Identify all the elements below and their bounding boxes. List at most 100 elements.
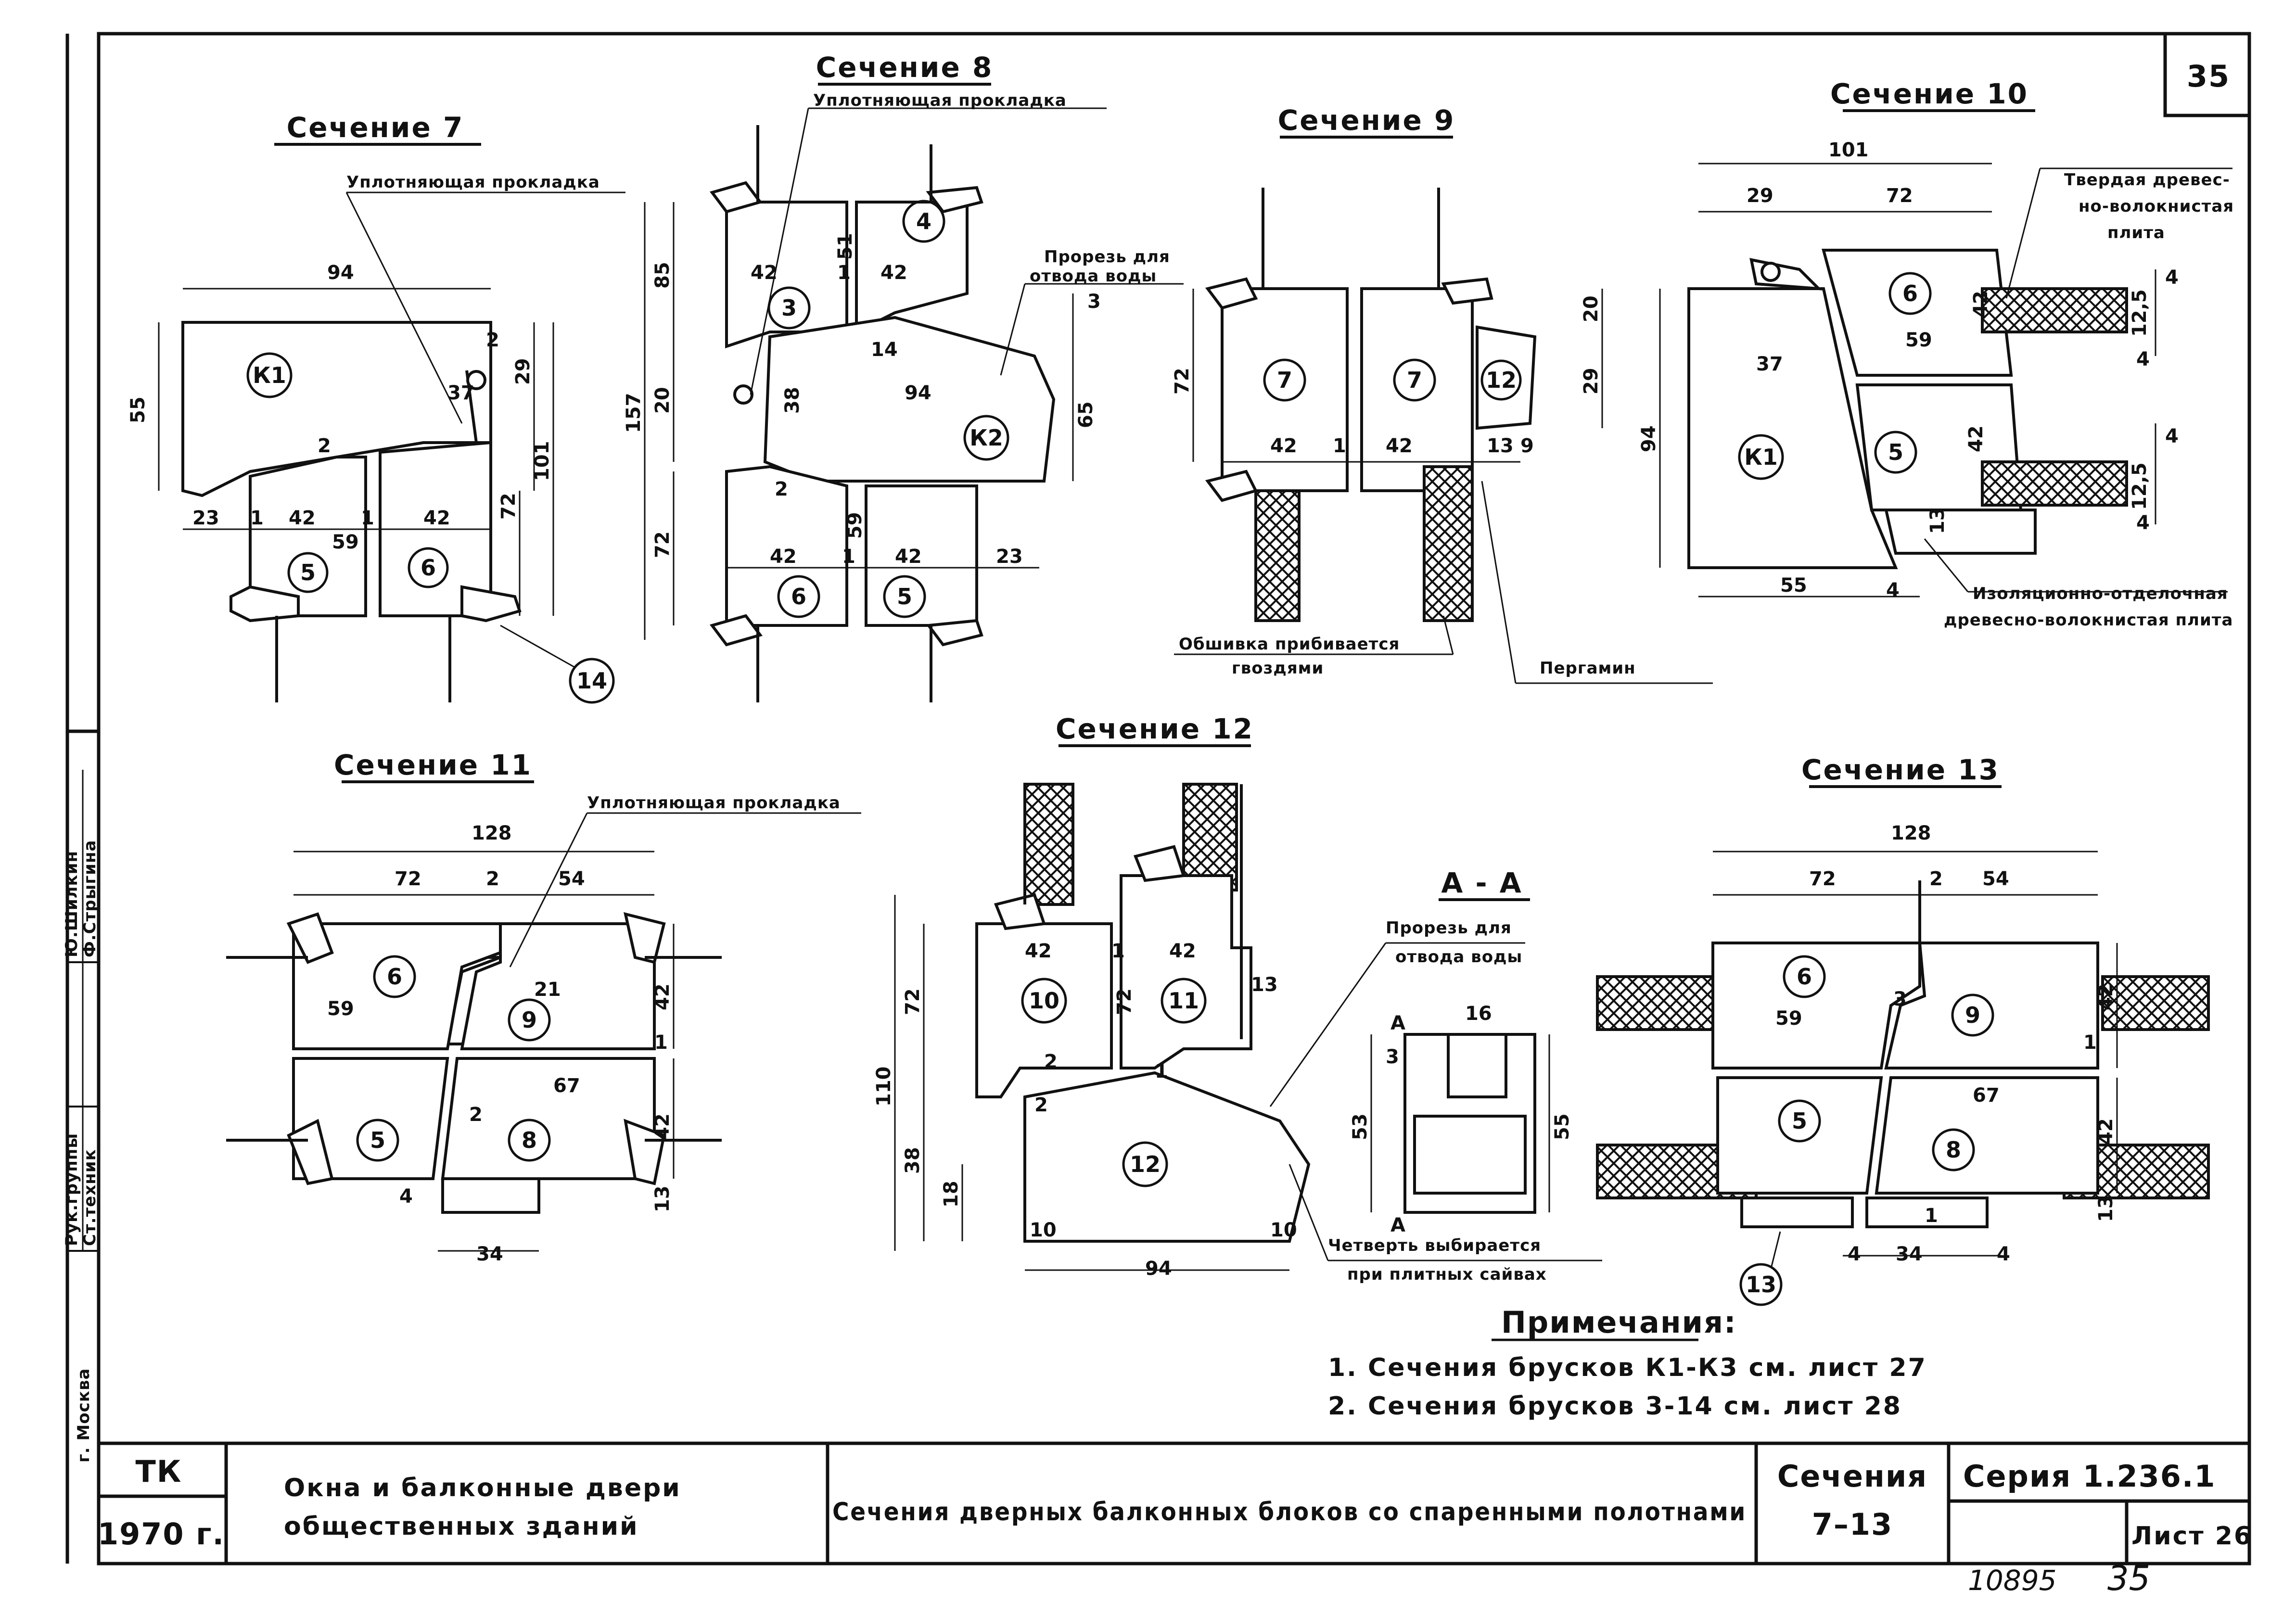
section-12-dims [894,895,1602,1271]
label-s7-d-2a: 2 [486,329,499,351]
label-s13-d-2: 2 [1929,868,1943,890]
label-s11-d-1: 1 [654,1031,668,1054]
section-7-dims [158,191,625,670]
label-s11-p-9: 9 [522,1007,537,1033]
section-11 [226,912,722,1214]
label-s9-d-72: 72 [1171,368,1193,395]
tb-sheet-title: Сечения дверных балконных блоков со спар… [832,1498,1747,1527]
label-s10-d-101: 101 [1828,139,1869,161]
label-s9-d-13: 13 [1487,435,1514,457]
label-s8-p-3: 3 [781,295,797,321]
label-s7-d-42b: 42 [423,507,450,529]
label-s8-d-42c: 42 [770,546,797,568]
label-s12-p-11: 11 [1168,988,1199,1014]
label-s10-ins1: Изоляционно-отделочная [1973,584,2228,603]
label-s7-d-72: 72 [497,493,520,520]
section-aa-label: А - А [1441,866,1522,899]
title-section-9: Сечение 9 [1278,104,1455,137]
label-s12-quarter1: Четверть выбирается [1328,1236,1541,1255]
label-s8-d-1a: 1 [837,262,851,284]
label-s12-d-110: 110 [873,1067,895,1107]
section-8-labels: Сечение 8 Уплотняющая прокладка Прорезь … [623,51,1170,618]
label-s11-p-6: 6 [387,964,402,990]
label-s8-p-k2: К2 [969,425,1003,451]
label-s12-d-3: 3 [1386,1046,1399,1068]
label-s7-d-101: 101 [531,441,553,482]
label-s7-d-29: 29 [512,358,534,385]
label-s8-d-20: 20 [651,387,674,414]
label-s8-p-4: 4 [916,208,931,234]
tb-org: ТК [136,1454,182,1489]
label-s13-d-4a: 4 [1848,1243,1861,1265]
label-s13-d-13: 13 [2095,1195,2117,1222]
label-s8-d-1b: 1 [842,546,855,568]
label-s7-d-1a: 1 [250,507,264,529]
label-s10-d-94: 94 [1638,425,1660,452]
label-s9-d-42b: 42 [1386,435,1413,457]
label-s13-d-1b: 1 [1925,1205,1938,1227]
label-s8-p-5: 5 [897,584,912,610]
label-s13-d-67: 67 [1973,1084,2000,1107]
label-s11-gasket: Уплотняющая прокладка [587,793,841,813]
title-section-8: Сечение 8 [816,51,994,84]
label-s9-nail1: Обшивка прибивается [1179,635,1400,654]
handwritten-page: 35 [2107,1559,2150,1598]
stamp-name-1: Ю.Шилкин [62,851,81,957]
label-s11-d-2: 2 [486,868,499,890]
section-10 [1687,249,2128,569]
label-s10-d-4a: 4 [2165,267,2179,289]
label-s7-p-6: 6 [421,555,436,581]
label-s9-perg: Пергамин [1540,659,1636,678]
section-13-labels: Сечение 13 128 72 2 54 59 3 42 1 67 42 1… [1739,753,2117,1306]
label-s12-p-12: 12 [1130,1151,1161,1177]
title-section-10: Сечение 10 [1830,77,2028,110]
label-s10-d-72: 72 [1886,185,1913,207]
label-s13-p-8: 8 [1946,1137,1961,1163]
label-s12-quarter2: при плитных сайвах [1347,1265,1547,1284]
section-8 [709,125,1056,702]
tb-year: 1970 г. [98,1516,225,1552]
label-s7-d-42a: 42 [289,507,316,529]
label-s10-hard1: Твердая древес- [2064,170,2230,190]
label-s12-d-2b: 2 [1034,1094,1048,1116]
section-10-dims [1659,163,2232,598]
section-13-dims [1713,851,2118,1271]
label-s11-p-8: 8 [522,1127,537,1153]
label-s7-p-14: 14 [576,668,607,694]
label-s11-d-128: 128 [472,822,512,844]
label-s10-d-4b: 4 [2136,348,2150,370]
label-s12-d-1b: 1 [1155,1060,1168,1082]
label-s9-d-1: 1 [1333,435,1346,457]
stamp-name-2: Ф.Стрыгина [80,840,100,957]
label-s8-gasket: Уплотняющая прокладка [813,91,1067,110]
label-s11-d-67: 67 [553,1075,580,1097]
label-s10-d-4c: 4 [2165,425,2179,447]
section-7-labels: Сечение 7 Уплотняющая прокладка 94 55 37… [127,111,615,704]
label-s13-d-42a: 42 [2095,983,2117,1010]
label-s7-p-5: 5 [300,560,316,586]
label-s11-d-34: 34 [476,1243,503,1265]
tb-sections-1: Сечения [1777,1459,1927,1494]
label-s8-slot1: Прорезь для [1044,247,1170,267]
label-s7-d-37: 37 [447,382,474,404]
title-section-11: Сечение 11 [334,749,532,781]
label-s10-p-6: 6 [1902,280,1918,306]
label-s9-d-20: 20 [1580,295,1602,322]
title-section-13: Сечение 13 [1801,753,2000,786]
label-s8-d-157: 157 [623,393,645,433]
label-s12-p-10: 10 [1029,988,1059,1014]
label-s8-d-42b: 42 [880,262,907,284]
note-2: 2. Сечения брусков 3-14 см. лист 28 [1328,1392,1902,1421]
label-s8-d-59: 59 [844,512,866,539]
notes: Примечания: 1. Сечения брусков К1-К3 см.… [1328,1305,1926,1421]
label-s8-d-42a: 42 [751,262,778,284]
label-s12-d-10a: 10 [1030,1219,1057,1241]
label-s12-a1: А [1390,1012,1405,1034]
label-s8-d-38: 38 [781,387,804,414]
label-s12-d-72b: 72 [1113,988,1135,1015]
label-s7-d-1b: 1 [361,507,374,529]
label-s12-slot1: Прорезь для [1386,918,1512,938]
label-s13-p-9: 9 [1965,1002,1980,1028]
label-s11-d-13: 13 [651,1185,674,1212]
label-s10-d-4: 4 [1886,579,1900,601]
